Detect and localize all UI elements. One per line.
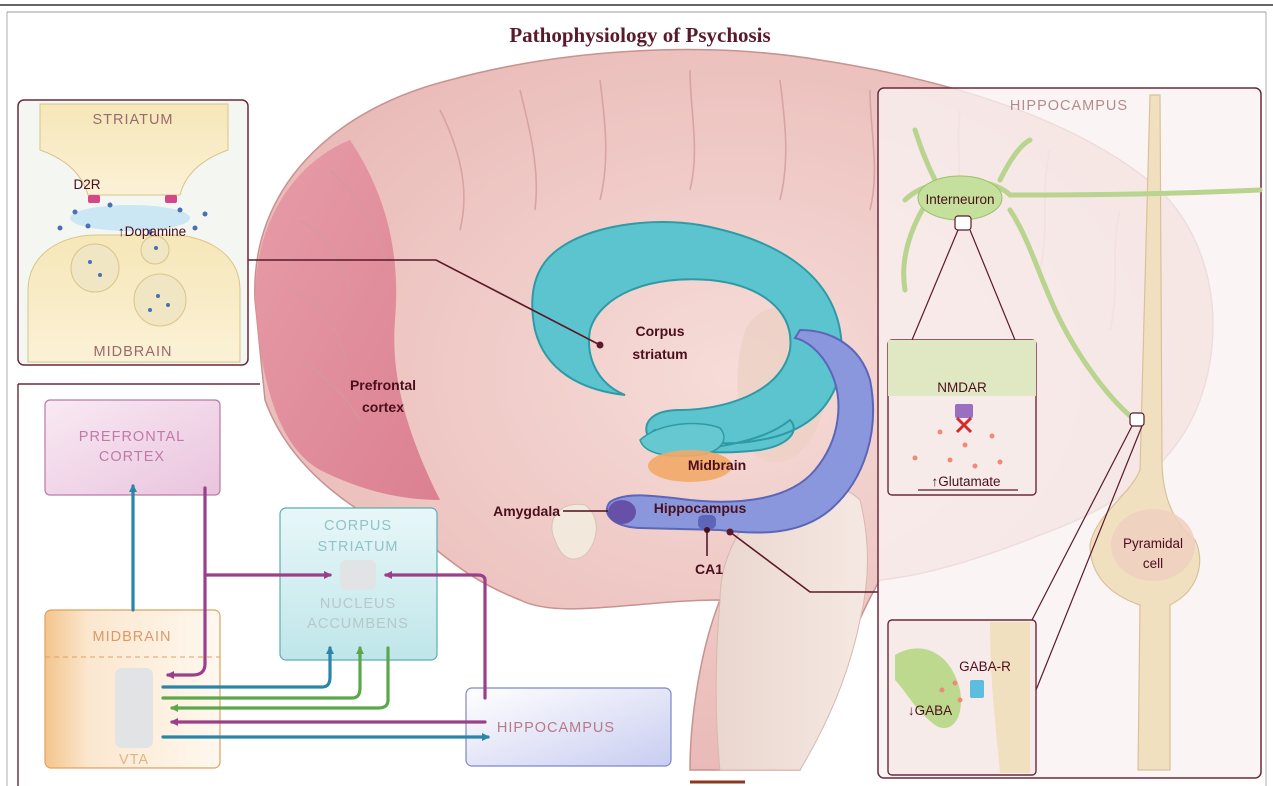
box-label-prefrontal-2: CORTEX [99, 449, 165, 465]
label-gaba-r: GABA-R [959, 659, 1011, 674]
box-label-corpus-2: STRIATUM [317, 539, 398, 555]
label-gaba: ↓GABA [908, 703, 952, 718]
label-dopamine: ↑Dopamine [118, 224, 186, 239]
inset-label-midbrain: MIDBRAIN [94, 344, 173, 360]
box-label-hippocampus: HIPPOCAMPUS [497, 720, 615, 736]
label-midbrain: Midbrain [688, 457, 746, 473]
label-amygdala: Amygdala [493, 503, 560, 519]
label-ca1: CA1 [695, 561, 723, 577]
box-prefrontal-cortex [45, 400, 220, 495]
label-pyramidal-1: Pyramidal [1123, 536, 1183, 551]
label-pyramidal-2: cell [1143, 556, 1163, 571]
inset-label-striatum: STRIATUM [92, 112, 173, 128]
box-label-vta: VTA [119, 752, 149, 768]
label-corpus-striatum-2: striatum [632, 346, 687, 362]
vta-marker [115, 668, 153, 748]
label-glutamate: ↑Glutamate [931, 474, 1000, 489]
label-interneuron: Interneuron [925, 192, 994, 207]
inset-label-hippocampus: HIPPOCAMPUS [1010, 98, 1128, 114]
nucleus-accumbens-marker [340, 560, 376, 590]
box-label-accumbens-1: NUCLEUS [320, 596, 396, 612]
label-hippocampus: Hippocampus [654, 500, 747, 516]
box-label-midbrain: MIDBRAIN [93, 629, 172, 645]
box-label-corpus-1: CORPUS [324, 518, 392, 534]
ca1-region [698, 515, 716, 529]
box-label-prefrontal-1: PREFRONTAL [79, 429, 185, 445]
figure-title: Pathophysiology of Psychosis [509, 23, 770, 47]
label-prefrontal-2: cortex [362, 399, 404, 415]
amygdala-structure [608, 500, 636, 524]
label-d2r: D2R [73, 177, 100, 192]
label-corpus-striatum-1: Corpus [636, 323, 685, 339]
label-prefrontal-1: Prefrontal [350, 377, 416, 393]
label-nmdar: NMDAR [937, 380, 987, 395]
box-label-accumbens-2: ACCUMBENS [307, 616, 409, 632]
